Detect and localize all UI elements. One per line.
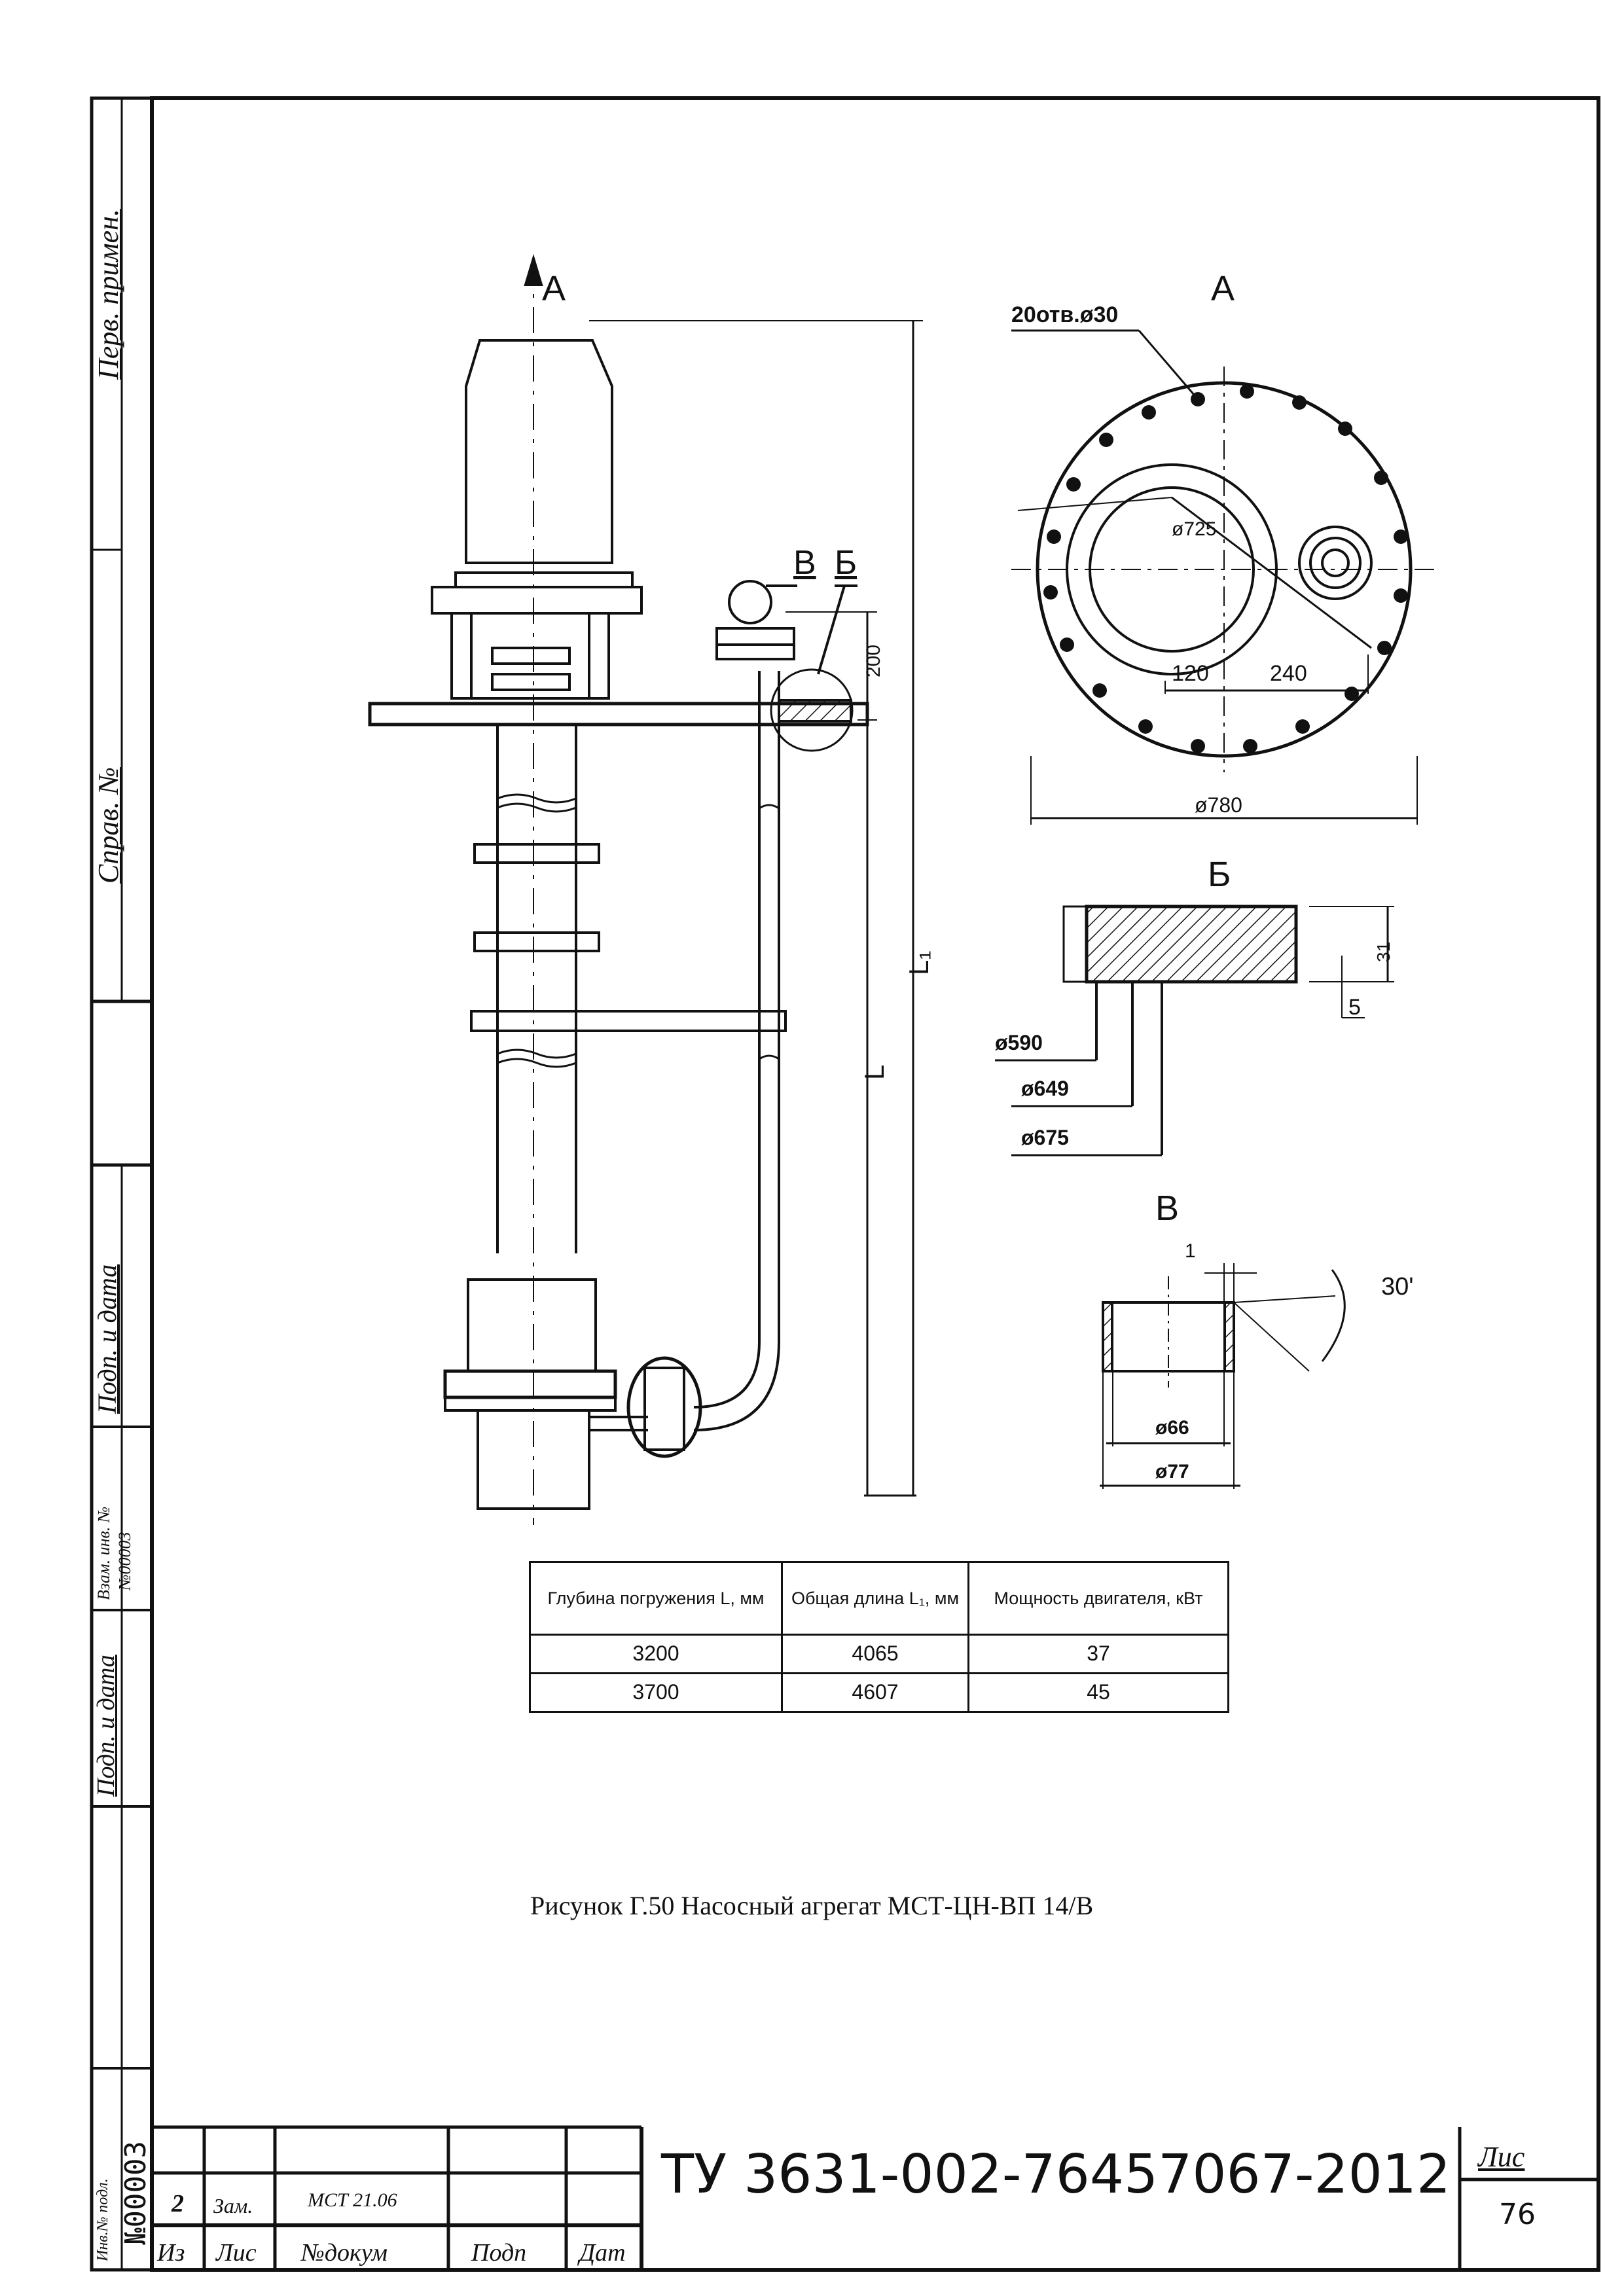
perv-primen-label: Перв. примен.	[92, 209, 124, 380]
vzam-inv-value: №00003	[115, 1532, 134, 1590]
angle-30: 30'	[1381, 1273, 1414, 1300]
table-cell: 37	[967, 1634, 1229, 1674]
change-doc: МСТ 21.06	[308, 2189, 397, 2211]
change-type: Зам.	[213, 2194, 253, 2217]
dim-120: 120	[1172, 661, 1209, 686]
bolt-holes	[1043, 384, 1408, 753]
sprav-no-label: Справ. №	[92, 767, 124, 884]
view-a-plan	[1011, 329, 1437, 825]
dim-l: L	[859, 1064, 890, 1080]
callout-b: Б	[835, 544, 857, 582]
d66-label: ø66	[1155, 1417, 1189, 1439]
section-v-detail	[1100, 1263, 1346, 1489]
section-b-detail	[995, 905, 1394, 1157]
figure-caption: Рисунок Г.50 Насосный агрегат МСТ-ЦН-ВП …	[530, 1891, 1094, 1920]
section-a-marker: А	[542, 269, 566, 308]
table-row: 3200 4065 37	[529, 1634, 1229, 1674]
podp-data-label-2: Подп. и дата	[92, 1655, 120, 1797]
d590-label: ø590	[995, 1031, 1043, 1054]
table-cell: 4607	[781, 1672, 969, 1713]
col-izm: Из	[157, 2239, 185, 2267]
inv-podl-value: №00003	[119, 2141, 153, 2245]
table-cell: 3700	[529, 1672, 783, 1713]
sheet-label: Лис	[1478, 2141, 1525, 2173]
vzam-inv-label: Взам. инв. №	[94, 1506, 113, 1600]
dim-240: 240	[1270, 661, 1307, 686]
table-header-row: Глубина погружения L, мм Общая длина L₁,…	[529, 1561, 1229, 1636]
header-power: Мощность двигателя, кВт	[967, 1561, 1229, 1636]
table-row: 3700 4607 45	[529, 1672, 1229, 1713]
spec-table: Глубина погружения L, мм Общая длина L₁,…	[529, 1561, 1229, 1713]
sheet-number: 76	[1499, 2198, 1536, 2231]
col-doc: №докум	[301, 2239, 388, 2267]
callout-v: В	[793, 544, 816, 582]
title-block-lines	[152, 2125, 1598, 2270]
sheet-frame	[150, 96, 1600, 2272]
d77-label: ø77	[1155, 1461, 1189, 1482]
view-a-title: А	[1211, 269, 1235, 308]
inv-podl-label: Инв.№ подл.	[94, 2178, 111, 2261]
d725-label: ø725	[1172, 518, 1217, 540]
document-number: ТУ 3631-002-76457067-2012	[661, 2144, 1451, 2206]
col-list: Лис	[216, 2239, 257, 2267]
dim-200: 200	[863, 644, 884, 677]
section-v-title: В	[1155, 1189, 1180, 1228]
section-b-title: Б	[1208, 855, 1231, 894]
table-cell: 3200	[529, 1634, 783, 1674]
change-number: 2	[171, 2190, 184, 2217]
dim-1: 1	[1185, 1240, 1196, 1262]
dim-31: 31	[1373, 941, 1394, 962]
podp-data-label: Подп. и дата	[92, 1264, 122, 1414]
dim-l1: L₁	[903, 950, 934, 975]
table-cell: 4065	[781, 1634, 969, 1674]
holes-label: 20отв.ø30	[1011, 302, 1119, 327]
header-length: Общая длина L₁, мм	[781, 1561, 969, 1636]
d649-label: ø649	[1021, 1077, 1069, 1100]
table-cell: 45	[967, 1672, 1229, 1713]
col-podp: Подп	[471, 2239, 527, 2267]
d780-label: ø780	[1195, 793, 1242, 817]
pump-assembly-view	[368, 254, 923, 1525]
col-data: Дат	[579, 2239, 626, 2267]
d675-label: ø675	[1021, 1126, 1069, 1149]
dim-5: 5	[1348, 995, 1361, 1020]
header-depth: Глубина погружения L, мм	[529, 1561, 783, 1636]
